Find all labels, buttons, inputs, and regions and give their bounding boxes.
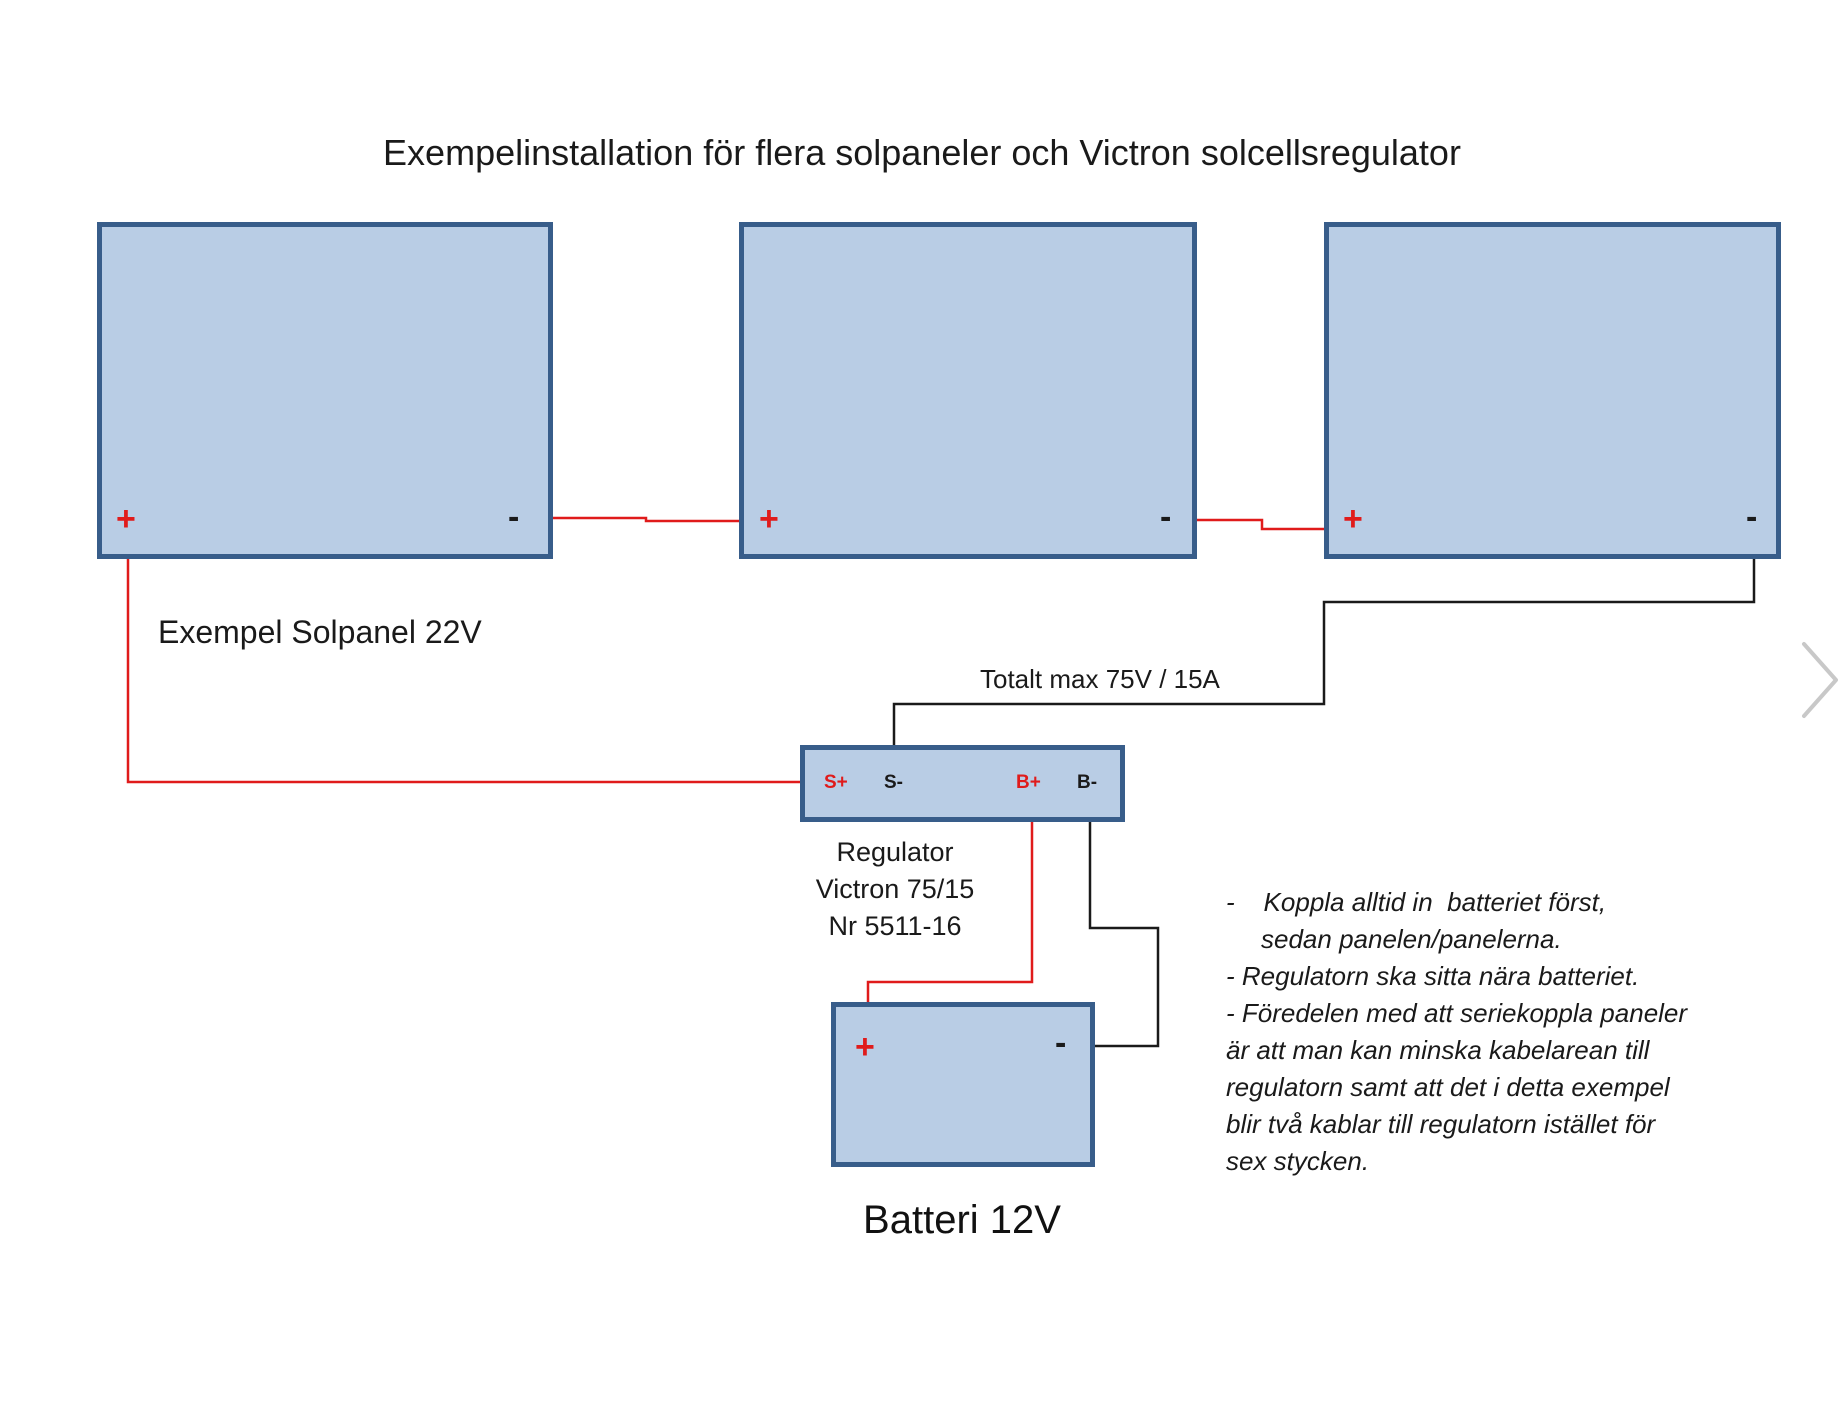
regulator-box — [800, 745, 1125, 822]
wire-panel2-minus-to-panel3-plus — [1196, 518, 1326, 531]
regulator-label-line: Regulator — [836, 837, 954, 867]
note-line: sedan panelen/panelerna. — [1261, 924, 1562, 954]
regulator-b-minus-terminal: B- — [1077, 772, 1098, 793]
battery-minus-terminal: - — [1055, 1024, 1067, 1062]
battery-plus-terminal: + — [855, 1028, 875, 1066]
chevron-right-icon[interactable] — [1799, 639, 1841, 725]
installation-notes: - Koppla alltid in batteriet först, seda… — [1226, 884, 1746, 1180]
max-rating-label: Totalt max 75V / 15A — [980, 664, 1220, 694]
regulator-s-minus-terminal: S- — [884, 772, 903, 793]
diagram-title: Exempelinstallation för flera solpaneler… — [383, 132, 1461, 173]
panel-3-minus-terminal: - — [1746, 498, 1758, 536]
panel-3-plus-terminal: + — [1343, 500, 1363, 538]
wire-panel3-minus-to-regulator-s-minus — [892, 558, 1756, 748]
panel-1-plus-terminal: + — [116, 500, 136, 538]
note-line: sex stycken. — [1226, 1146, 1370, 1176]
battery-box — [831, 1002, 1095, 1167]
regulator-s-plus-terminal: S+ — [824, 772, 848, 793]
note-line: regulatorn samt att det i detta exempel — [1226, 1072, 1670, 1102]
note-line: - Föredelen med att seriekoppla paneler — [1226, 998, 1688, 1028]
wire-panel1-plus-to-regulator-s-plus — [126, 558, 802, 784]
solar-panel-1 — [97, 222, 553, 559]
wire-regulator-b-plus-to-battery-plus — [866, 810, 1034, 1004]
note-line: blir två kablar till regulatorn istället… — [1226, 1109, 1656, 1139]
solar-panel-2 — [739, 222, 1197, 559]
regulator-label: Regulator Victron 75/15 Nr 5511-16 — [790, 834, 1000, 945]
panel-2-plus-terminal: + — [759, 500, 779, 538]
note-line: - Koppla alltid in batteriet först, — [1226, 887, 1607, 917]
panel-2-minus-terminal: - — [1160, 498, 1172, 536]
panel-1-minus-terminal: - — [508, 498, 520, 536]
regulator-label-line: Nr 5511-16 — [828, 911, 962, 941]
regulator-b-plus-terminal: B+ — [1016, 772, 1041, 793]
solar-panel-label: Exempel Solpanel 22V — [158, 614, 482, 650]
regulator-label-line: Victron 75/15 — [815, 874, 975, 904]
note-line: - Regulatorn ska sitta nära batteriet. — [1226, 961, 1640, 991]
battery-label: Batteri 12V — [863, 1198, 1061, 1242]
wire-panel1-minus-to-panel2-plus — [552, 516, 740, 523]
solar-panel-3 — [1324, 222, 1781, 559]
wire-regulator-b-minus-to-battery-minus — [1088, 810, 1160, 1048]
note-line: är att man kan minska kabelarean till — [1226, 1035, 1650, 1065]
